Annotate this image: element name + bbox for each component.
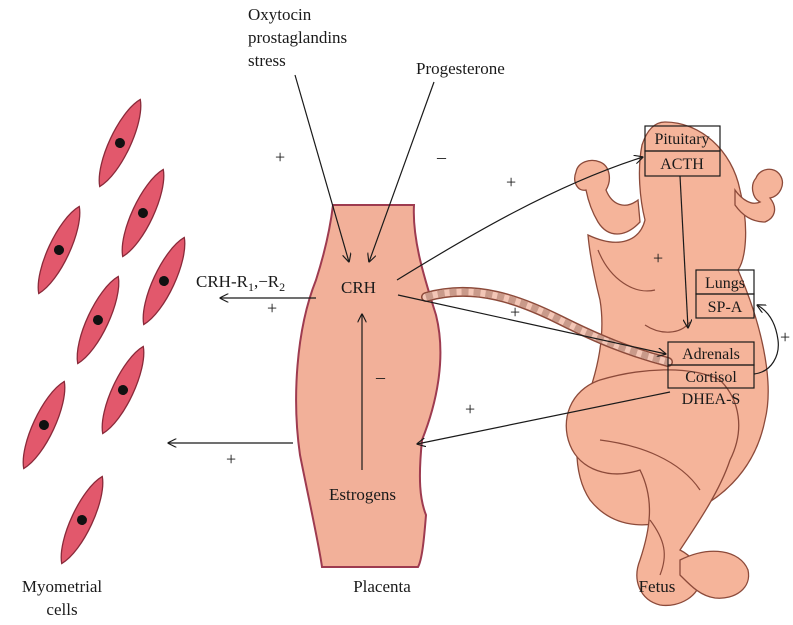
plus-sign: + <box>780 327 790 347</box>
plus-sign: + <box>267 298 277 318</box>
dheas-label: DHEA-S <box>682 391 741 408</box>
arrow-inputs-to-crh <box>295 75 349 262</box>
plus-sign: + <box>506 172 516 192</box>
plus-sign: + <box>465 399 475 419</box>
lungs-label: Lungs <box>705 275 745 292</box>
inputs-label-oxytocin: Oxytocin <box>248 5 312 24</box>
myometrial-cell <box>113 165 173 261</box>
crh-label: CRH <box>341 278 376 297</box>
placenta-label: Placenta <box>353 577 411 596</box>
cortisol-label: Cortisol <box>685 369 737 386</box>
plus-sign: + <box>275 147 285 167</box>
myometrial-cell <box>90 95 150 191</box>
pituitary-label: Pituitary <box>654 131 709 148</box>
spa-label: SP-A <box>708 299 743 316</box>
progesterone-label: Progesterone <box>416 59 505 78</box>
acth-label: ACTH <box>660 156 704 173</box>
inputs-label-prostaglandins: prostaglandins <box>248 28 347 47</box>
myometrial-cell <box>29 202 89 298</box>
myometrial-cell <box>93 342 153 438</box>
myometrial-cell <box>68 272 128 368</box>
fetus-label: Fetus <box>639 577 676 596</box>
minus-sign: – <box>436 147 447 167</box>
myometrial-cell <box>134 233 194 329</box>
myometrial-label-line1: Myometrial <box>22 577 103 596</box>
myometrial-cell <box>52 472 112 568</box>
plus-sign: + <box>510 302 520 322</box>
crh-receptor-label: CRH-R1,−R2 <box>196 272 285 294</box>
minus-sign: – <box>375 367 386 387</box>
myometrial-cell <box>14 377 74 473</box>
adrenals-label: Adrenals <box>682 346 740 363</box>
plus-sign: + <box>226 449 236 469</box>
fetus-body <box>566 122 782 605</box>
inputs-label-stress: stress <box>248 51 286 70</box>
myometrial-label-line2: cells <box>46 600 77 619</box>
plus-sign: + <box>653 248 663 268</box>
estrogens-label: Estrogens <box>329 485 396 504</box>
placenta-shape <box>296 205 440 567</box>
myometrial-cells <box>14 95 194 568</box>
